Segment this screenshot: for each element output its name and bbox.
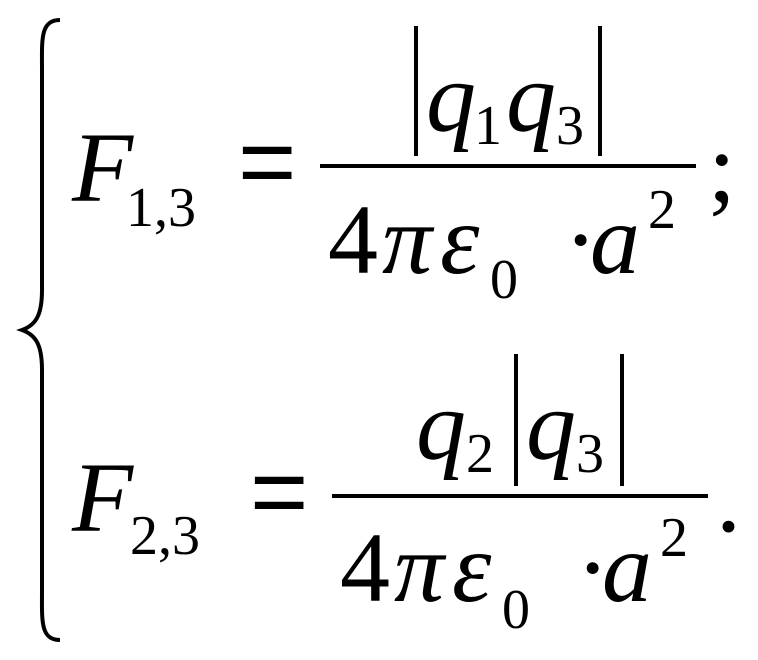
eq2-abs-left-bar — [514, 354, 518, 486]
eq2-num-q-a: q — [416, 370, 466, 481]
eq2-den-a-sup: 2 — [660, 507, 688, 569]
eq1-den-dot: · — [564, 184, 598, 295]
eq1-den-a: a — [590, 184, 640, 295]
eq1-den-eps: ε — [440, 184, 480, 295]
eq2-fraction-bar — [332, 494, 708, 498]
eq2-den-dot: · — [576, 512, 610, 623]
eq2-terminator: . — [716, 442, 741, 553]
eq2-num-q-a-sub: 2 — [466, 423, 494, 485]
eq2-equals: = — [250, 436, 309, 548]
eq2-den-eps: ε — [452, 512, 492, 623]
eq1-abs-right-bar — [598, 26, 602, 156]
eq2-den-a: a — [602, 512, 652, 623]
eq1-abs-left-bar — [414, 26, 418, 156]
eq1-equals: = — [238, 106, 297, 218]
eq1-terminator: ; — [708, 112, 736, 223]
eq1-fraction-bar — [320, 164, 696, 168]
eq1-lhs-symbol: F — [72, 112, 134, 223]
eq2-den-eps-sub: 0 — [502, 579, 530, 641]
eq1-den-eps-sub: 0 — [490, 249, 518, 311]
eq2-den-pi: π — [394, 512, 445, 623]
eq1-num-q-a-sub: 1 — [474, 95, 502, 157]
eq1-lhs-subscript: 1,3 — [126, 177, 196, 239]
eq1-num-q-a: q — [426, 42, 476, 153]
eq1-num-q-b: q — [506, 42, 556, 153]
eq1-den-pi: π — [382, 184, 433, 295]
eq2-abs-right-bar — [620, 354, 624, 486]
eq2-lhs-symbol: F — [72, 442, 134, 553]
eq1-num-q-b-sub: 3 — [556, 95, 584, 157]
eq2-den-coef: 4 — [340, 512, 390, 623]
eq2-lhs-subscript: 2,3 — [130, 505, 200, 567]
eq1-den-a-sup: 2 — [648, 179, 676, 241]
eq2-num-q-b: q — [526, 370, 576, 481]
eq2-num-q-b-sub: 3 — [576, 423, 604, 485]
eq1-den-coef: 4 — [328, 184, 378, 295]
